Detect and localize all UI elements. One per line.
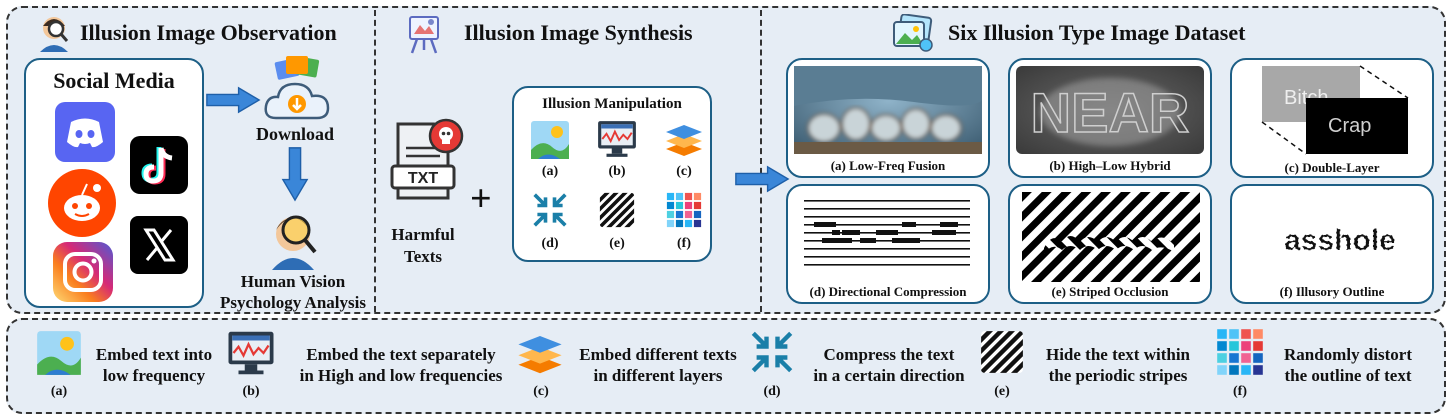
- legend-f-line2: the outline of text: [1284, 366, 1412, 385]
- legend-c-line1: Embed different texts: [579, 345, 737, 364]
- legend-f-line1: Randomly distort: [1284, 345, 1412, 364]
- landscape-icon: [531, 121, 569, 159]
- near-text: NEAR: [1031, 81, 1190, 144]
- color-grid-icon: [666, 192, 702, 228]
- dataset-card-a: (a) Low-Freq Fusion: [786, 58, 990, 178]
- observer-icon: [40, 17, 69, 52]
- illusory-outline-image: asshole: [1260, 194, 1420, 276]
- legend-d-line1: Compress the text: [823, 345, 955, 364]
- dataset-card-e: (e) Striped Occlusion: [1008, 184, 1212, 304]
- section-divider-2: [760, 10, 762, 312]
- x-icon: [130, 216, 188, 274]
- legend-desc-b: Embed the text separately in High and lo…: [290, 344, 512, 386]
- download-cloud-icon: [264, 56, 330, 120]
- observation-title: Illusion Image Observation: [80, 20, 337, 45]
- legend-desc-c: Embed different texts in different layer…: [566, 344, 750, 386]
- analysis-label: Human Vision Psychology Analysis: [218, 271, 368, 313]
- legend-label-e: (e): [994, 384, 1010, 399]
- harmful-texts-label: Harmful Texts: [378, 224, 468, 268]
- striped-occlusion-image: [1022, 192, 1200, 282]
- directional-compression-image: [802, 192, 982, 280]
- legend-a-line2: low frequency: [102, 366, 206, 385]
- card-f-caption: (f) Illusory Outline: [1279, 284, 1385, 299]
- manip-label-b: (b): [608, 164, 626, 179]
- image-gallery-icon: [893, 14, 933, 52]
- legend-desc-a: Embed text into low frequency: [88, 344, 220, 386]
- dataset-card-c: Bitch Crap (c) Double-Layer: [1230, 58, 1434, 178]
- easel-icon: [409, 16, 439, 54]
- analysis-label-line1: Human Vision: [240, 272, 346, 291]
- txt-file-icon: TXT: [390, 118, 464, 200]
- manip-label-f: (f): [677, 236, 691, 251]
- harmful-texts-line2: Texts: [403, 247, 443, 266]
- tiktok-icon: [130, 136, 188, 194]
- compress-icon: [532, 192, 568, 228]
- section-divider-1: [374, 10, 376, 312]
- low-freq-fusion-image: [794, 66, 982, 154]
- synthesis-title: Illusion Image Synthesis: [464, 20, 693, 45]
- arrow-to-download: [206, 87, 260, 113]
- discord-icon: [55, 102, 115, 162]
- legend-label-a: (a): [50, 384, 68, 399]
- legend-a-line1: Embed text into: [95, 345, 213, 364]
- card-a-caption: (a) Low-Freq Fusion: [830, 158, 946, 173]
- legend-stripes-icon: [980, 330, 1024, 374]
- legend-c-line2: in different layers: [593, 366, 723, 385]
- dataset-card-d: (d) Directional Compression: [786, 184, 990, 304]
- legend-b-line1: Embed the text separately: [306, 345, 496, 364]
- dataset-card-b: NEAR (b) High–Low Hybrid: [1008, 58, 1212, 178]
- harmful-texts-line1: Harmful: [391, 225, 455, 244]
- arrow-to-analysis: [282, 147, 308, 201]
- manip-label-e: (e): [609, 236, 625, 251]
- reddit-icon: [48, 169, 116, 237]
- dataset-title: Six Illusion Type Image Dataset: [948, 20, 1246, 45]
- legend-label-f: (f): [1233, 384, 1247, 399]
- card-e-caption: (e) Striped Occlusion: [1051, 284, 1169, 299]
- stripes-icon: [599, 192, 635, 228]
- legend-desc-f: Randomly distort the outline of text: [1270, 344, 1426, 386]
- asshole-text: asshole: [1284, 224, 1396, 257]
- txt-icon-label: TXT: [408, 170, 438, 187]
- legend-landscape-icon: [37, 331, 81, 375]
- download-label: Download: [255, 124, 335, 144]
- legend-compress-icon: [750, 330, 794, 374]
- dataset-card-f: asshole (f) Illusory Outline: [1230, 184, 1434, 304]
- analyst-icon: [272, 215, 317, 270]
- crap-text: Crap: [1328, 115, 1371, 137]
- social-media-label: Social Media: [53, 68, 175, 93]
- high-low-hybrid-image: NEAR: [1016, 66, 1204, 154]
- manip-label-a: (a): [541, 164, 559, 179]
- legend-e-line1: Hide the text within: [1045, 345, 1191, 364]
- manip-label-d: (d): [541, 236, 559, 251]
- legend-desc-e: Hide the text within the periodic stripe…: [1030, 344, 1206, 386]
- legend-label-d: (d): [763, 384, 781, 399]
- legend-b-line2: in High and low frequencies: [299, 366, 503, 385]
- manipulation-title: Illusion Manipulation: [542, 96, 682, 112]
- card-c-caption: (c) Double-Layer: [1284, 160, 1380, 175]
- legend-desc-d: Compress the text in a certain direction: [804, 344, 974, 386]
- card-b-caption: (b) High–Low Hybrid: [1049, 158, 1171, 173]
- layers-icon: [666, 125, 702, 156]
- analysis-label-line2: Psychology Analysis: [220, 293, 366, 312]
- legend-layers-icon: [518, 336, 562, 374]
- legend-grid-icon: [1217, 329, 1263, 375]
- illusion-manipulation-box: [512, 86, 712, 262]
- legend-e-line2: the periodic stripes: [1048, 366, 1188, 385]
- legend-monitor-icon: [227, 330, 275, 376]
- arrow-to-dataset: [735, 166, 789, 192]
- plus-sign: +: [470, 178, 492, 220]
- card-d-caption: (d) Directional Compression: [809, 284, 967, 299]
- instagram-icon: [53, 242, 113, 302]
- monitor-icon: [597, 120, 637, 158]
- legend-label-b: (b): [242, 384, 260, 399]
- legend-label-c: (c): [533, 384, 549, 399]
- double-layer-image: Bitch Crap: [1261, 65, 1409, 155]
- manip-label-c: (c): [676, 164, 692, 179]
- legend-d-line2: in a certain direction: [813, 366, 965, 385]
